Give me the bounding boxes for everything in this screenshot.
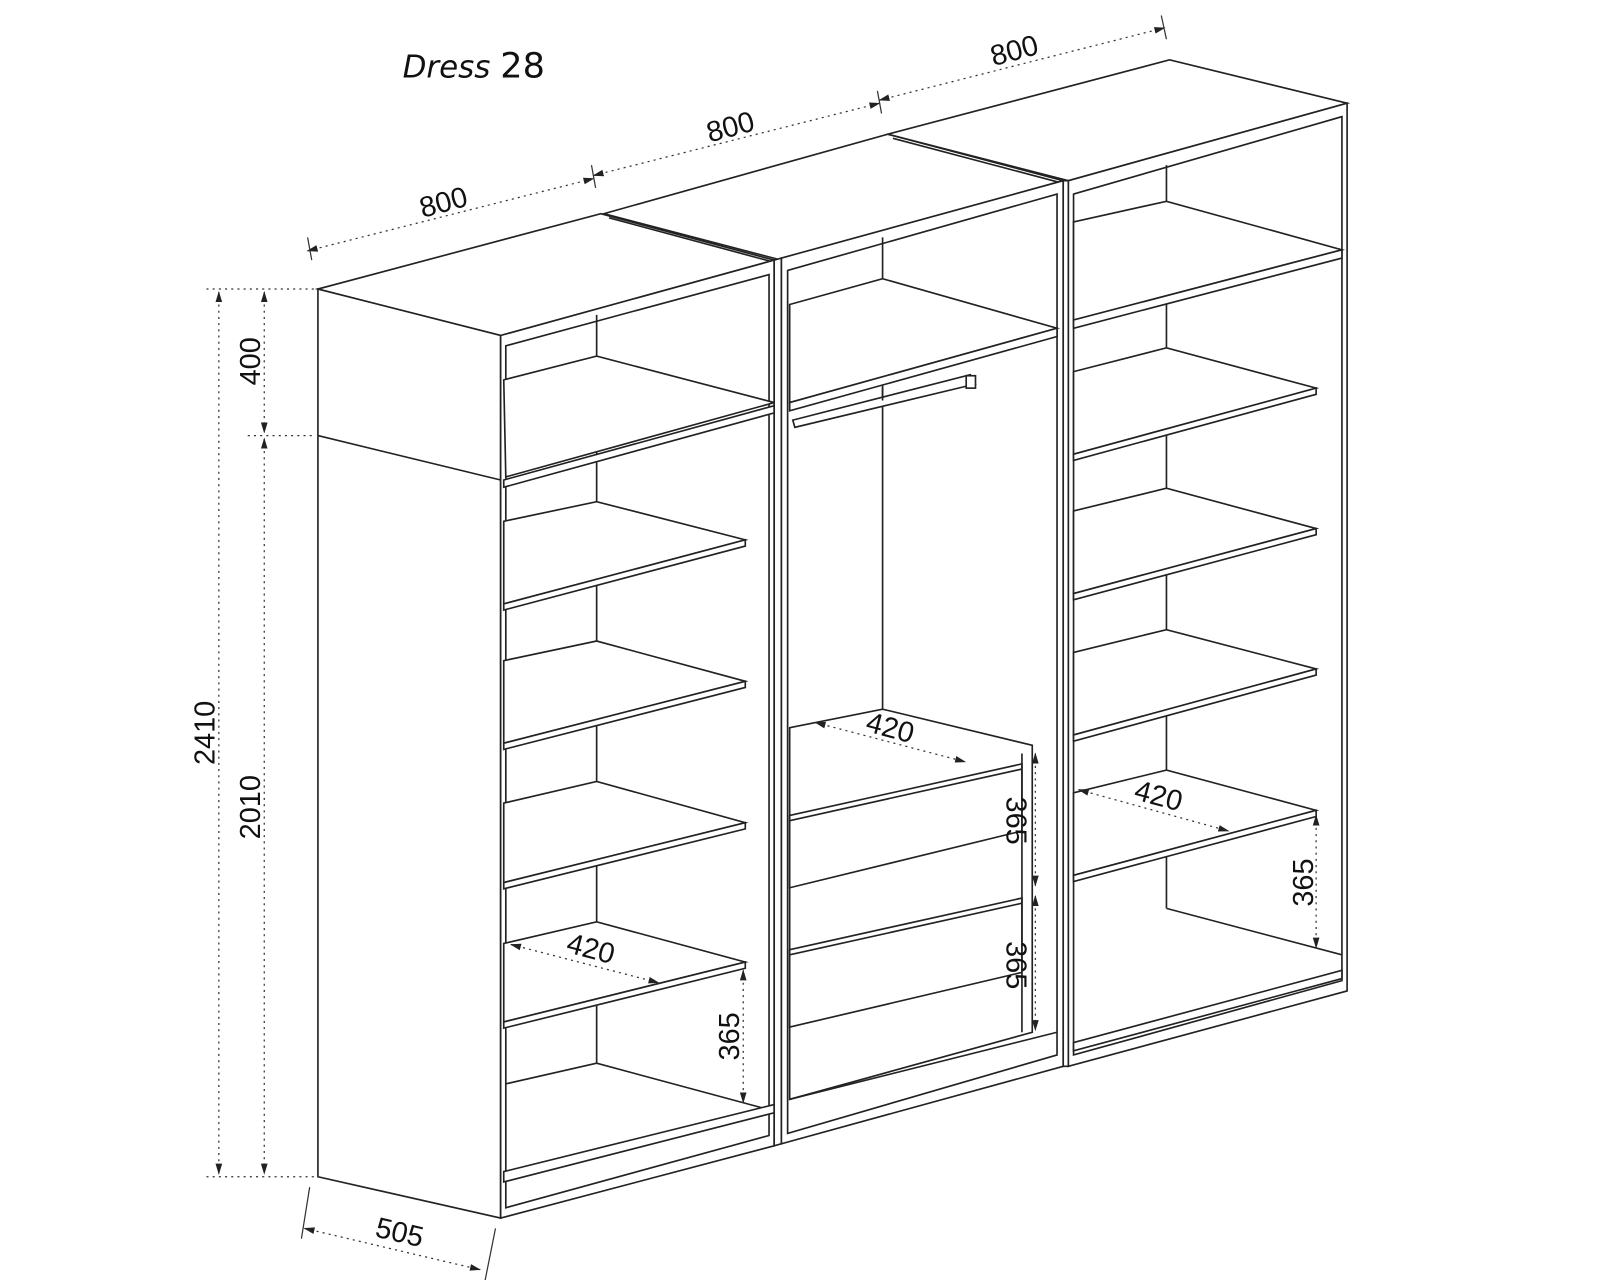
dim-left-shelf-gap: 365: [714, 1012, 746, 1060]
dim-height-top: 400: [235, 337, 267, 385]
dim-width-left: 800: [416, 181, 471, 224]
dimension-lines: [206, 15, 1320, 1280]
dim-width-middle: 800: [703, 106, 758, 149]
dim-middle-drawer-height-1: 365: [999, 797, 1031, 845]
dim-height-total: 2410: [190, 701, 222, 765]
dim-depth: 505: [372, 1212, 426, 1254]
right-cabinet: [1062, 102, 1348, 1068]
dim-width-right: 800: [987, 29, 1042, 72]
left-cabinet: [317, 259, 778, 1220]
drawing-title: Dress 28: [403, 45, 545, 86]
dim-height-main: 2010: [235, 775, 267, 839]
top-panels: [314, 59, 1351, 341]
dimension-labels: 800 800 800 400 2410 2010 505 420 365 42…: [190, 29, 1320, 1254]
dim-middle-drawer-height-2: 365: [999, 941, 1031, 989]
middle-cabinet: [773, 179, 1065, 1147]
dim-right-shelf-gap: 365: [1288, 858, 1320, 906]
